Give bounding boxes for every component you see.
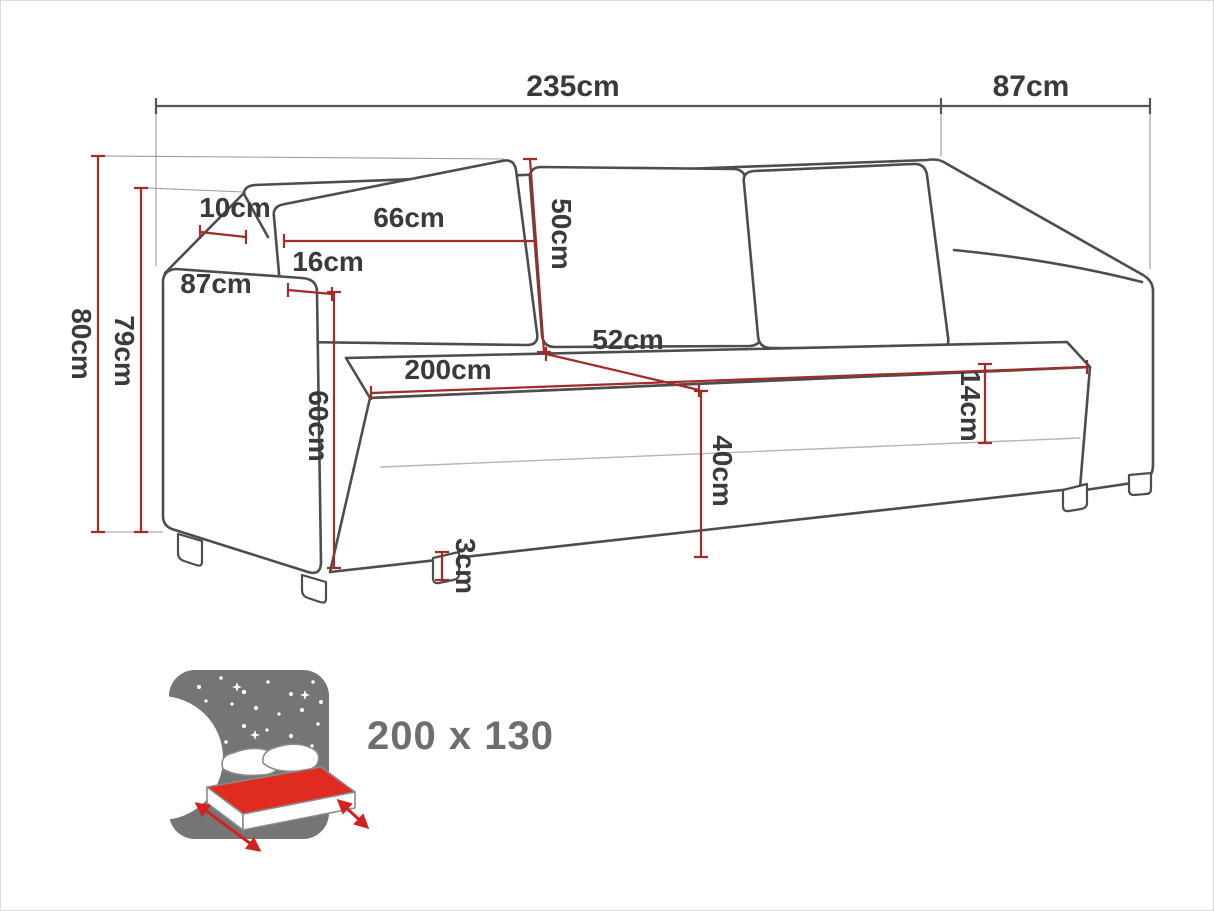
back-cushion-left: [272, 159, 539, 347]
extension-line: [147, 187, 244, 193]
dim-label-backrest-height: 79cm: [109, 315, 140, 387]
dim-label-armrest-height: 60cm: [303, 390, 334, 462]
dim-line-armrest-height: [327, 290, 341, 570]
foot-front-right: [1061, 482, 1089, 513]
bed-dimension-arrows: [194, 798, 370, 852]
dim-label-seat-depth: 52cm: [592, 324, 664, 355]
dim-line-seat-width: [369, 360, 1089, 400]
dim-line-total-height: [91, 154, 105, 534]
dim-line-leg-height: [435, 550, 449, 582]
dim-line-total-depth: [941, 98, 1152, 114]
dim-label-back-cushion-width: 66cm: [373, 202, 445, 233]
extension-lines: [104, 114, 1151, 533]
right-armrest-inner-edge: [952, 248, 1144, 284]
dim-label-seat-width: 200cm: [404, 354, 491, 385]
dim-label-total-width: 235cm: [526, 70, 619, 103]
dim-label-leg-height: 3cm: [450, 538, 481, 594]
dim-label-total-height: 80cm: [66, 308, 97, 380]
pillow-icon: [261, 743, 320, 773]
top-dimension-lines: [154, 98, 1152, 114]
back-cushion-right: [742, 162, 950, 351]
dim-label-seat-cushion-thickness: 14cm: [955, 370, 986, 442]
foot-front-left: [176, 532, 204, 567]
back-left-inner-edge: [242, 192, 270, 239]
dim-label-armrest-depth: 87cm: [180, 268, 252, 299]
dim-line-backrest-top-depth: [198, 225, 248, 244]
dim-line-back-cushion-height: [523, 157, 551, 354]
dim-label-total-depth: 87cm: [993, 70, 1070, 103]
sofa-feet: [176, 471, 1153, 604]
dim-label-armrest-top-width: 16cm: [292, 246, 364, 277]
foot-middle: [431, 550, 461, 585]
sleeping-area-icon-group: 200 x 130: [99, 670, 554, 852]
width-arrow-icon: [194, 802, 262, 852]
depth-arrow-icon: [336, 798, 370, 830]
dim-label-seat-front-height: 40cm: [707, 435, 738, 507]
sleeping-area-size-label: 200 x 130: [367, 714, 554, 758]
seat-front-seam: [380, 437, 1081, 468]
bed-icon: [206, 743, 356, 831]
foot-right-outer: [1127, 471, 1153, 497]
dimension-labels: 235cm 87cm 80cm 79cm 10cm 66cm 50cm 16cm…: [66, 70, 1069, 594]
stars-icon: [197, 676, 323, 748]
dim-label-backrest-top-depth: 10cm: [199, 192, 271, 223]
dim-line-backrest-height: [134, 186, 148, 534]
sofa-outline-group: [161, 158, 1155, 604]
dim-label-back-cushion-height: 50cm: [546, 198, 577, 270]
red-dimension-lines: [91, 154, 1089, 582]
back-cushions: [272, 159, 950, 351]
seat: [328, 340, 1092, 574]
dim-line-seat-cushion-thickness: [978, 362, 992, 445]
dim-line-seat-front-height: [694, 389, 708, 559]
extension-line: [104, 155, 505, 160]
moon-crescent-icon: [99, 696, 223, 820]
left-armrest-face: [161, 267, 323, 575]
dim-line-armrest-top-width: [286, 283, 334, 301]
foot-left-inner: [300, 573, 328, 604]
